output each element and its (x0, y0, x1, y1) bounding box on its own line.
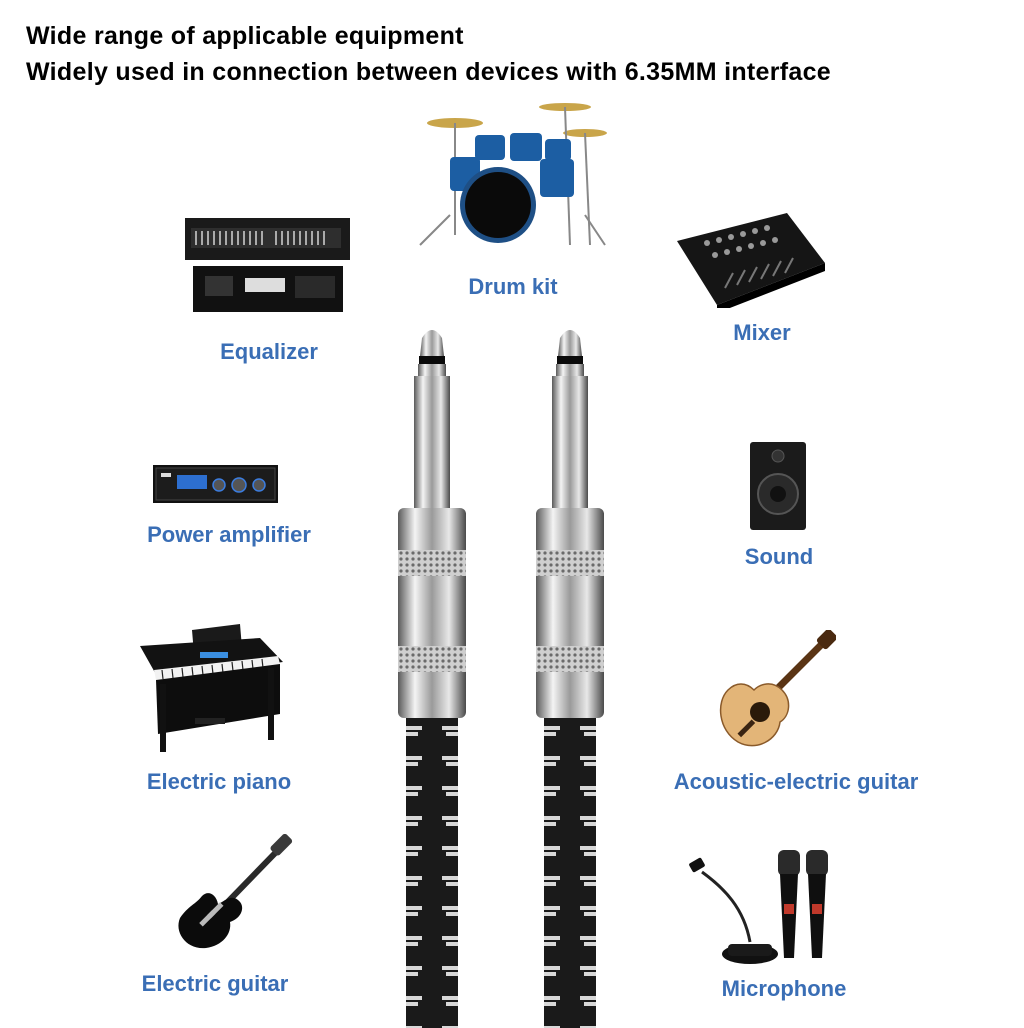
speaker-icon (750, 442, 806, 530)
electric-guitar-icon (172, 834, 294, 954)
headline-line-2: Widely used in connection between device… (26, 58, 831, 86)
jack-cable-left-icon (392, 328, 472, 1028)
jack-cable-right-icon (530, 328, 610, 1028)
electric-piano-label: Electric piano (146, 769, 292, 794)
equalizer-icon (185, 218, 350, 314)
drum-kit-label: Drum kit (468, 274, 558, 299)
microphone-icon (684, 848, 844, 968)
mixer-label: Mixer (733, 320, 791, 345)
headline-line-1: Wide range of applicable equipment (26, 22, 464, 50)
microphone-label: Microphone (721, 976, 847, 1001)
equalizer-label: Equalizer (220, 339, 318, 364)
mixer-icon (677, 213, 827, 308)
drum-kit-icon (410, 95, 620, 255)
acoustic-guitar-label: Acoustic-electric guitar (673, 769, 919, 794)
power-amplifier-label: Power amplifier (147, 522, 311, 547)
electric-guitar-label: Electric guitar (141, 971, 289, 996)
power-amplifier-icon (153, 465, 278, 505)
electric-piano-icon (140, 624, 285, 756)
acoustic-guitar-icon (716, 630, 836, 748)
sound-label: Sound (744, 544, 814, 569)
